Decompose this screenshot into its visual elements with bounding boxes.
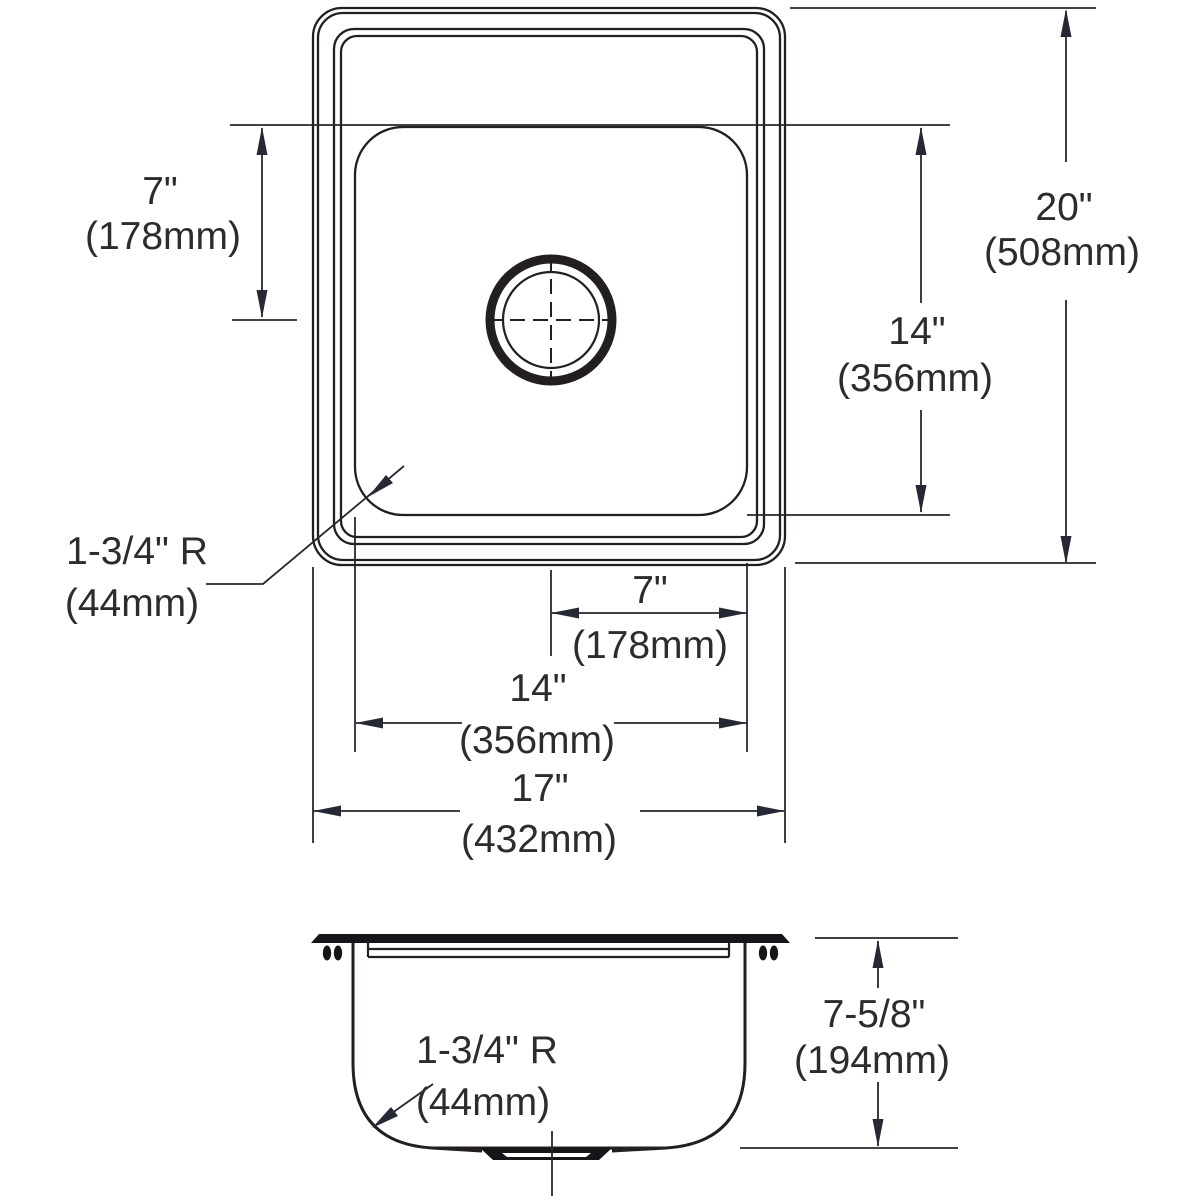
radius-label: 1-3/4" R bbox=[66, 530, 208, 573]
dim-label-mm: (432mm) bbox=[461, 818, 617, 861]
radius-label-mm: (44mm) bbox=[416, 1081, 550, 1124]
radius-label: 1-3/4" R bbox=[416, 1029, 558, 1072]
sink-outer-edge-inner-line bbox=[316, 11, 782, 562]
dim-label: 14" bbox=[509, 667, 566, 710]
mounting-clip-right bbox=[758, 945, 768, 961]
side-view bbox=[311, 934, 790, 1196]
callout-bottom-radius: 1-3/4" R (44mm) bbox=[372, 1029, 558, 1128]
rim-inner-edge-inner-line bbox=[339, 34, 759, 539]
dim-drain-offset-vertical: 7" (178mm) bbox=[85, 127, 268, 318]
drain-recess-detail bbox=[502, 1153, 591, 1157]
mounting-clip-left bbox=[333, 945, 343, 961]
dim-bowl-depth: 7-5/8" (194mm) bbox=[794, 940, 950, 1147]
dim-label-mm: (508mm) bbox=[984, 231, 1140, 274]
dim-label: 7" bbox=[632, 569, 668, 612]
bowl-outline bbox=[353, 125, 749, 517]
top-view-extension-lines bbox=[230, 7, 1096, 843]
dim-label: 7" bbox=[142, 170, 178, 213]
dim-label-mm: (356mm) bbox=[459, 719, 615, 762]
dim-overall-front-to-back: 20" (508mm) bbox=[984, 9, 1140, 564]
drain bbox=[485, 254, 617, 386]
dim-label-mm: (178mm) bbox=[572, 624, 728, 667]
radius-label-mm: (44mm) bbox=[65, 582, 199, 625]
dim-bowl-front-to-back: 14" (356mm) bbox=[837, 127, 993, 513]
side-view-extension-lines bbox=[740, 937, 958, 1149]
drain-inner-circle bbox=[501, 270, 601, 370]
callout-corner-radius: 1-3/4" R (44mm) bbox=[65, 465, 405, 625]
top-view bbox=[311, 6, 787, 567]
mounting-clip-left bbox=[322, 945, 332, 961]
dim-label: 17" bbox=[511, 767, 568, 810]
rim-bar bbox=[311, 934, 790, 943]
rim-inner-edge bbox=[332, 27, 766, 546]
sink-outer-edge bbox=[311, 6, 787, 567]
dim-label-mm: (356mm) bbox=[837, 357, 993, 400]
bowl-profile bbox=[351, 943, 747, 1153]
dim-label-mm: (194mm) bbox=[794, 1039, 950, 1082]
dim-label: 14" bbox=[888, 310, 945, 353]
dim-bowl-width: 14" (356mm) bbox=[355, 667, 747, 762]
dim-drain-offset-horizontal: 7" (178mm) bbox=[551, 569, 747, 667]
dim-label: 20" bbox=[1035, 186, 1092, 229]
dim-label: 7-5/8" bbox=[823, 993, 926, 1036]
mounting-clip-right bbox=[769, 945, 779, 961]
dim-overall-width: 17" (432mm) bbox=[313, 767, 785, 861]
dim-label-mm: (178mm) bbox=[85, 215, 241, 258]
rim-ledge-lines bbox=[366, 943, 731, 959]
